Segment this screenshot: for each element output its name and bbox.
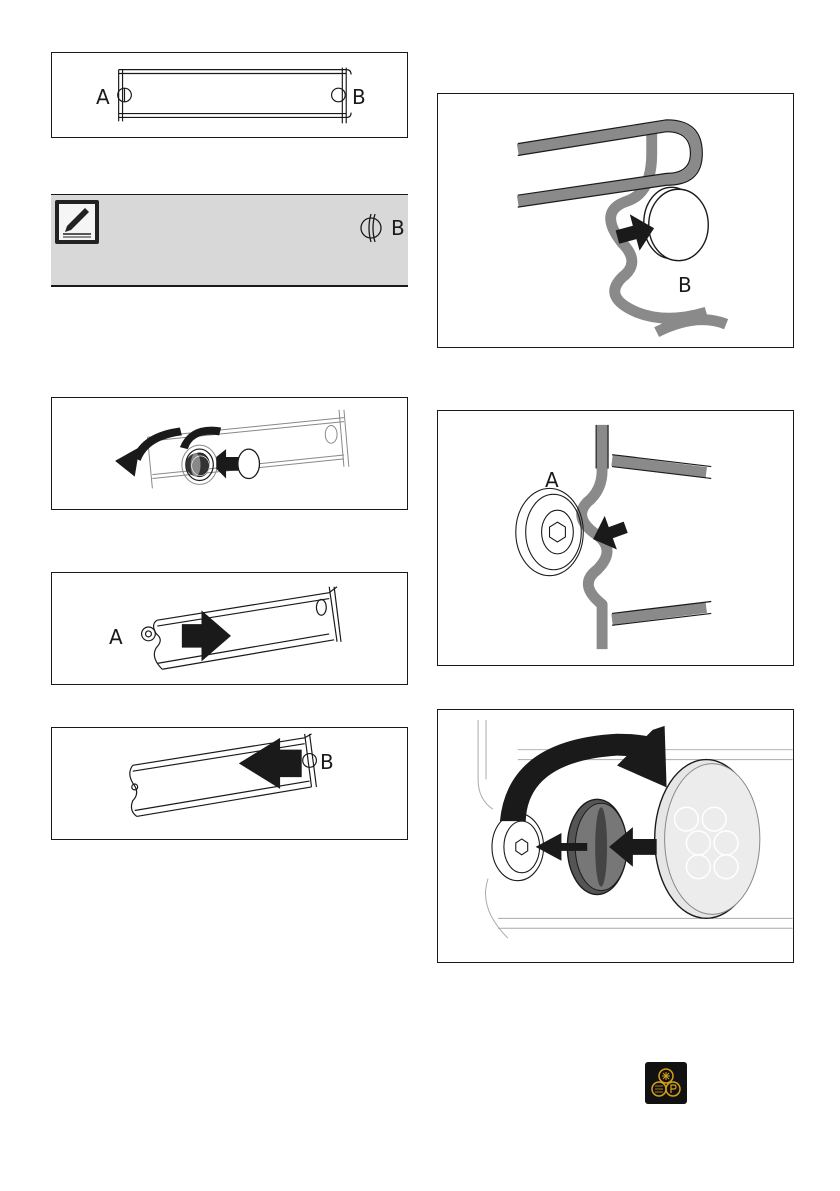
- figure-pin-a-closeup: A: [437, 410, 794, 666]
- figure-slide-left: B: [51, 727, 408, 840]
- figure-slide-right: A: [51, 572, 408, 685]
- label-a: A: [545, 470, 559, 490]
- label-b: B: [352, 87, 366, 107]
- slide-left-drawing: [52, 728, 407, 839]
- pin-b-closeup-drawing: [438, 94, 793, 347]
- remove-screw-drawing: [52, 398, 407, 509]
- note-drawing: [51, 194, 408, 287]
- note-box: B: [51, 194, 408, 287]
- label-a: A: [96, 87, 110, 107]
- pencil-note-icon: [55, 200, 99, 244]
- note-label-b: B: [391, 218, 405, 238]
- label-b: B: [678, 275, 692, 295]
- fan-pyrolytic-icon: [645, 1062, 687, 1104]
- label-b: B: [320, 752, 334, 772]
- figure-cap-assembly: [437, 709, 794, 963]
- cap-assembly-drawing: [438, 710, 793, 962]
- figure-pin-b-closeup: B: [437, 93, 794, 348]
- slide-right-drawing: [52, 573, 407, 684]
- figure-rack-overview: A B: [51, 52, 408, 138]
- pin-a-closeup-drawing: [438, 411, 793, 665]
- label-a: A: [109, 627, 123, 647]
- figure-remove-screw: [51, 397, 408, 510]
